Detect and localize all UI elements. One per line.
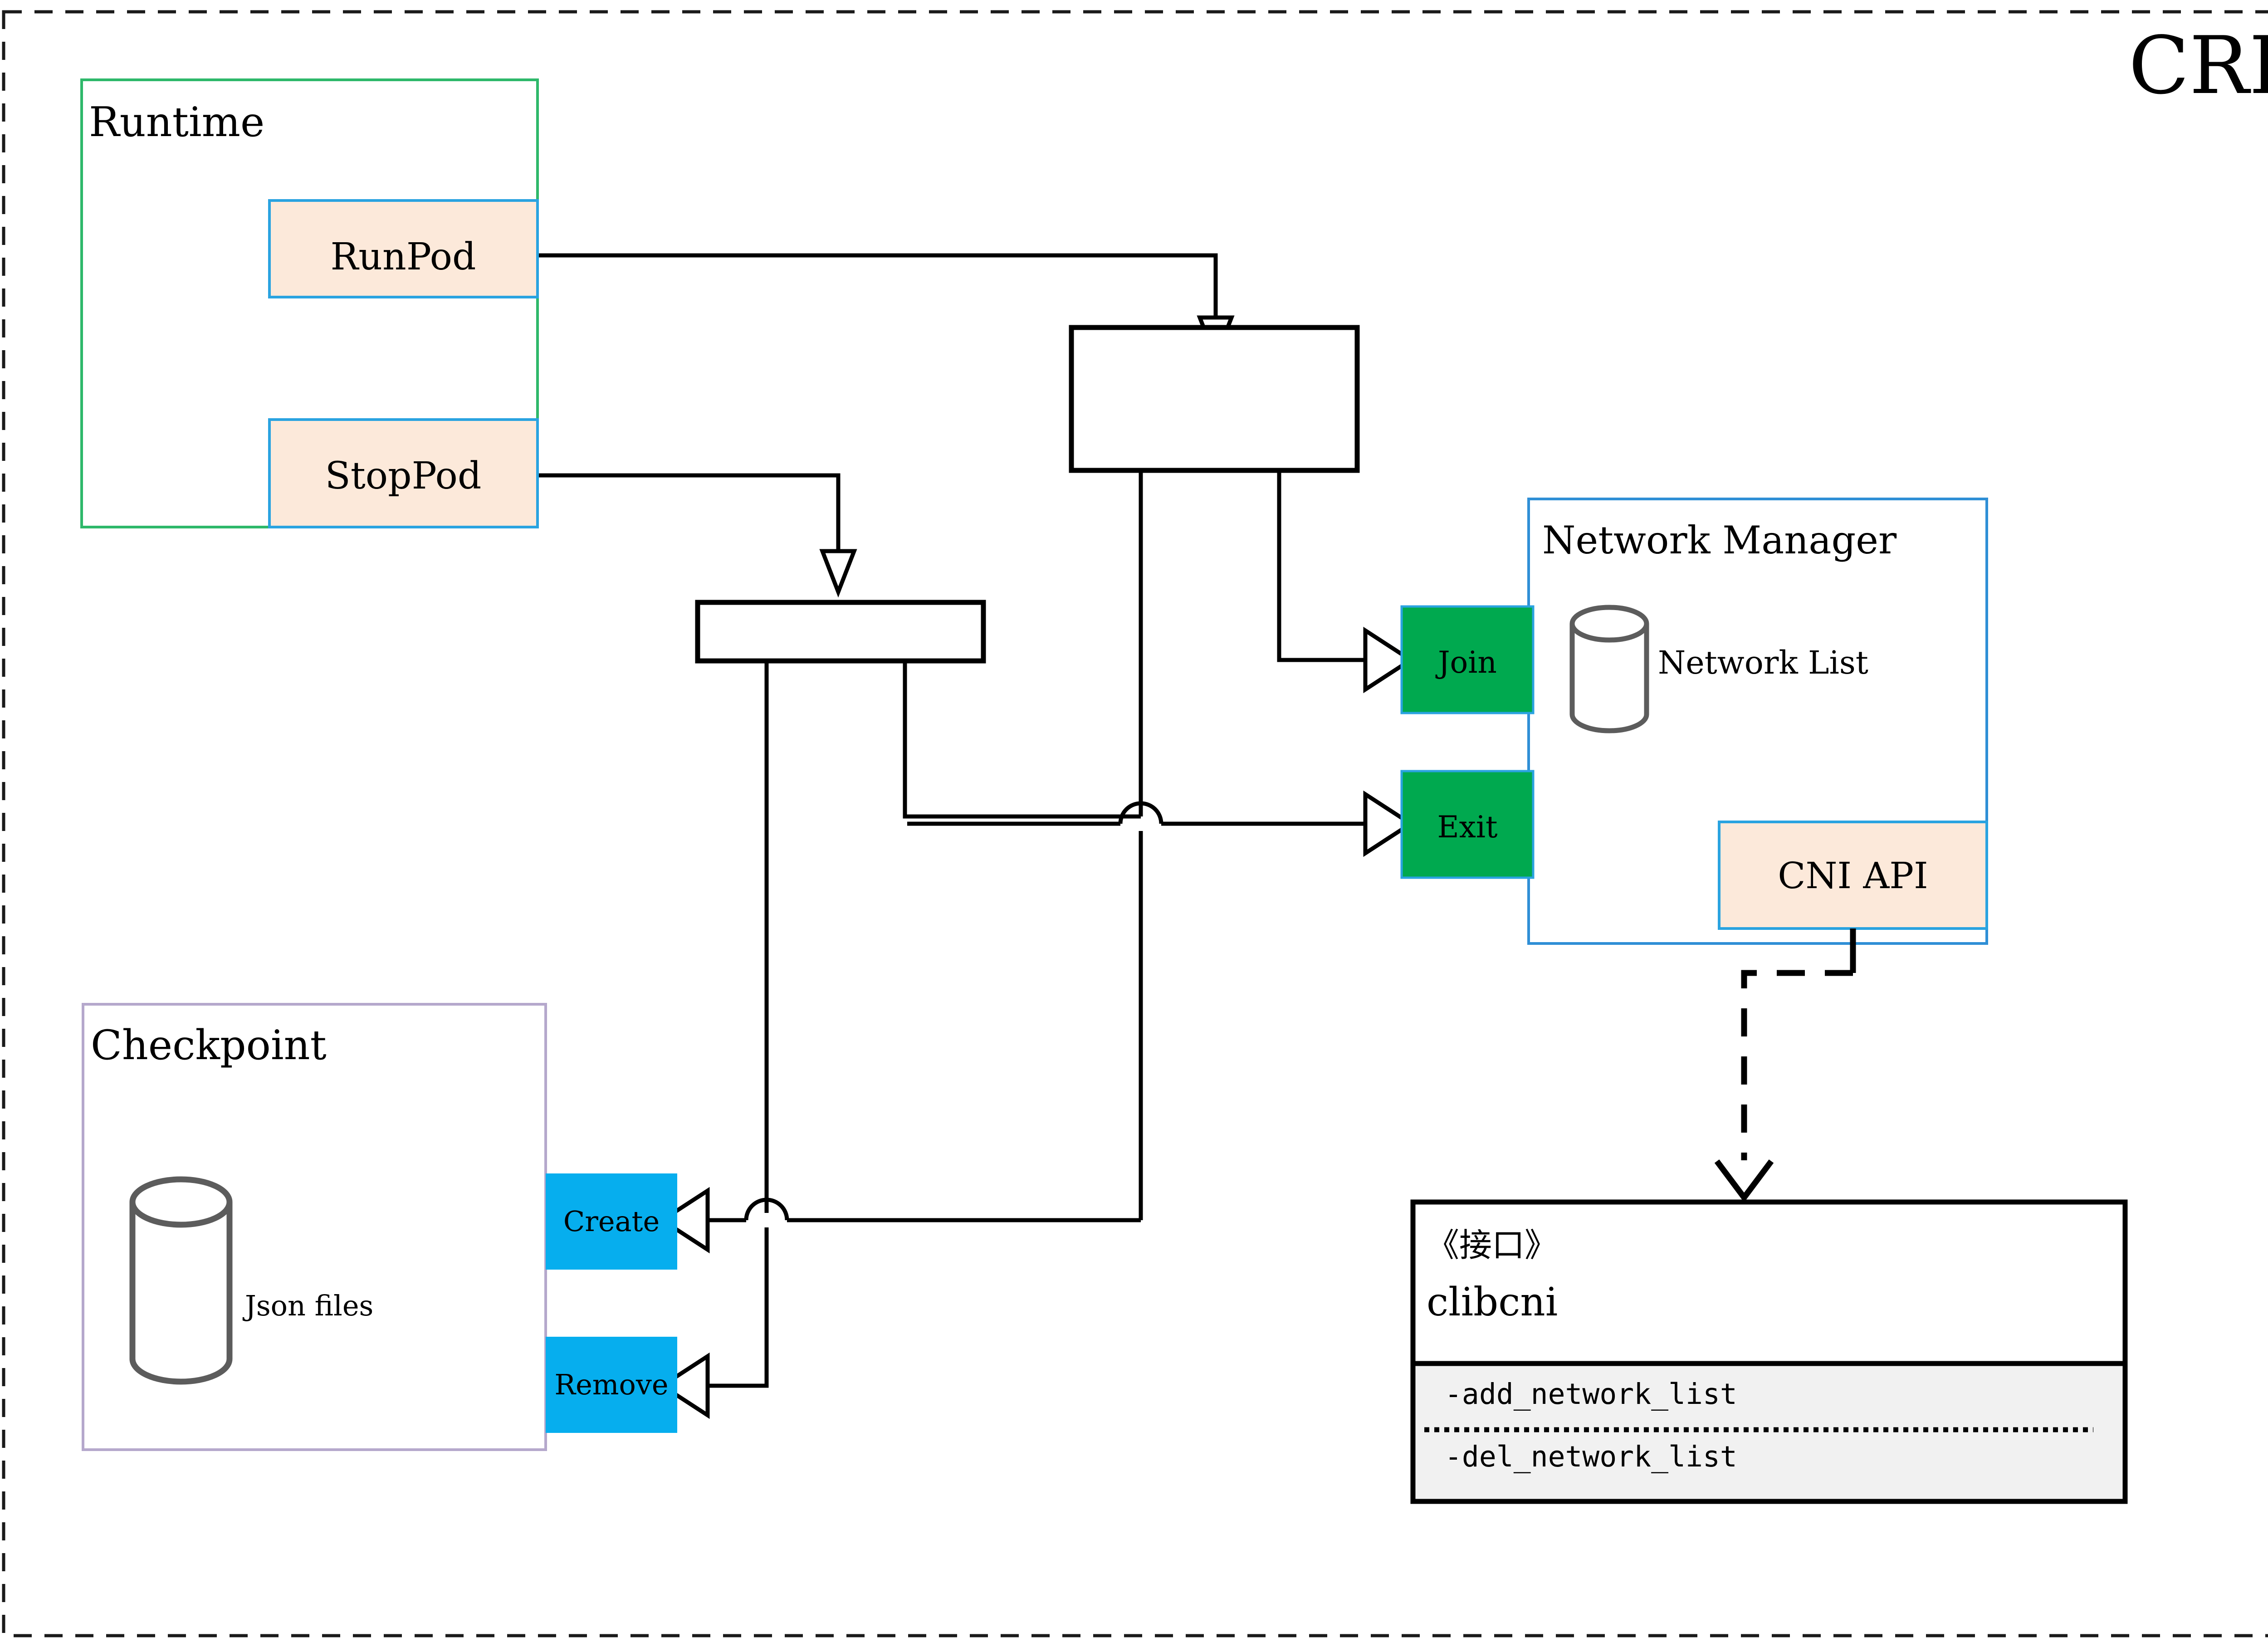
edge-stoppod-to-fork (538, 473, 841, 551)
arrowhead-to-join (1363, 626, 1415, 694)
clibcni-stereotype: 《接口》 (1427, 1226, 1557, 1264)
network-manager-title: Network Manager (1542, 518, 1897, 562)
arrowhead-to-exit (1363, 790, 1415, 857)
network-list-label: Network List (1658, 644, 1868, 681)
clibcni-name: clibcni (1427, 1280, 1558, 1325)
edge-fork2-right-leg (903, 661, 1141, 819)
stoppod-fork-bar (695, 600, 986, 664)
remove-label: Remove (554, 1368, 668, 1401)
checkpoint-title: Checkpoint (91, 1021, 327, 1069)
exit-port-box[interactable] (1400, 770, 1535, 879)
runpod-label: RunPod (330, 235, 476, 279)
stoppod-label: StopPod (325, 455, 482, 498)
remove-op-box[interactable] (546, 1337, 677, 1433)
page-title: CRI (2129, 20, 2268, 112)
cni-api-box[interactable] (1718, 821, 1988, 930)
line-hop-create (744, 1197, 789, 1221)
runpod-fork-bar (1069, 325, 1360, 473)
runtime-title: Runtime (89, 98, 264, 146)
arrowhead-to-remove (658, 1352, 710, 1419)
arrowhead-layer (658, 315, 1415, 1419)
create-op-box[interactable] (546, 1173, 677, 1270)
network-list-cylinder-icon (1569, 605, 1649, 733)
arrowhead-to-fork2 (819, 549, 857, 598)
create-label: Create (563, 1205, 660, 1238)
edge-fork2-left-leg-lower (708, 1227, 769, 1388)
join-port-box[interactable] (1400, 605, 1535, 714)
clibcni-method-del: -del_network_list (1445, 1440, 1737, 1473)
realization-arrowhead (1714, 1159, 1774, 1202)
realization-cni-to-clibcni (1714, 929, 1856, 1202)
cni-api-label: CNI API (1778, 855, 1928, 897)
runpod-box[interactable] (268, 199, 539, 298)
join-label: Join (1435, 645, 1497, 680)
outer-frame (2, 10, 2268, 1637)
edge-runpod-to-fork (538, 253, 1218, 318)
json-files-cylinder-icon (129, 1176, 233, 1385)
arrowhead-to-create (658, 1187, 710, 1254)
exit-label: Exit (1437, 810, 1497, 845)
connector-layer (538, 253, 1365, 1388)
stoppod-box[interactable] (268, 418, 539, 528)
clibcni-method-add: -add_network_list (1445, 1378, 1737, 1411)
edge-fork1-right-leg (1277, 470, 1365, 662)
json-files-label: Json files (242, 1289, 373, 1322)
